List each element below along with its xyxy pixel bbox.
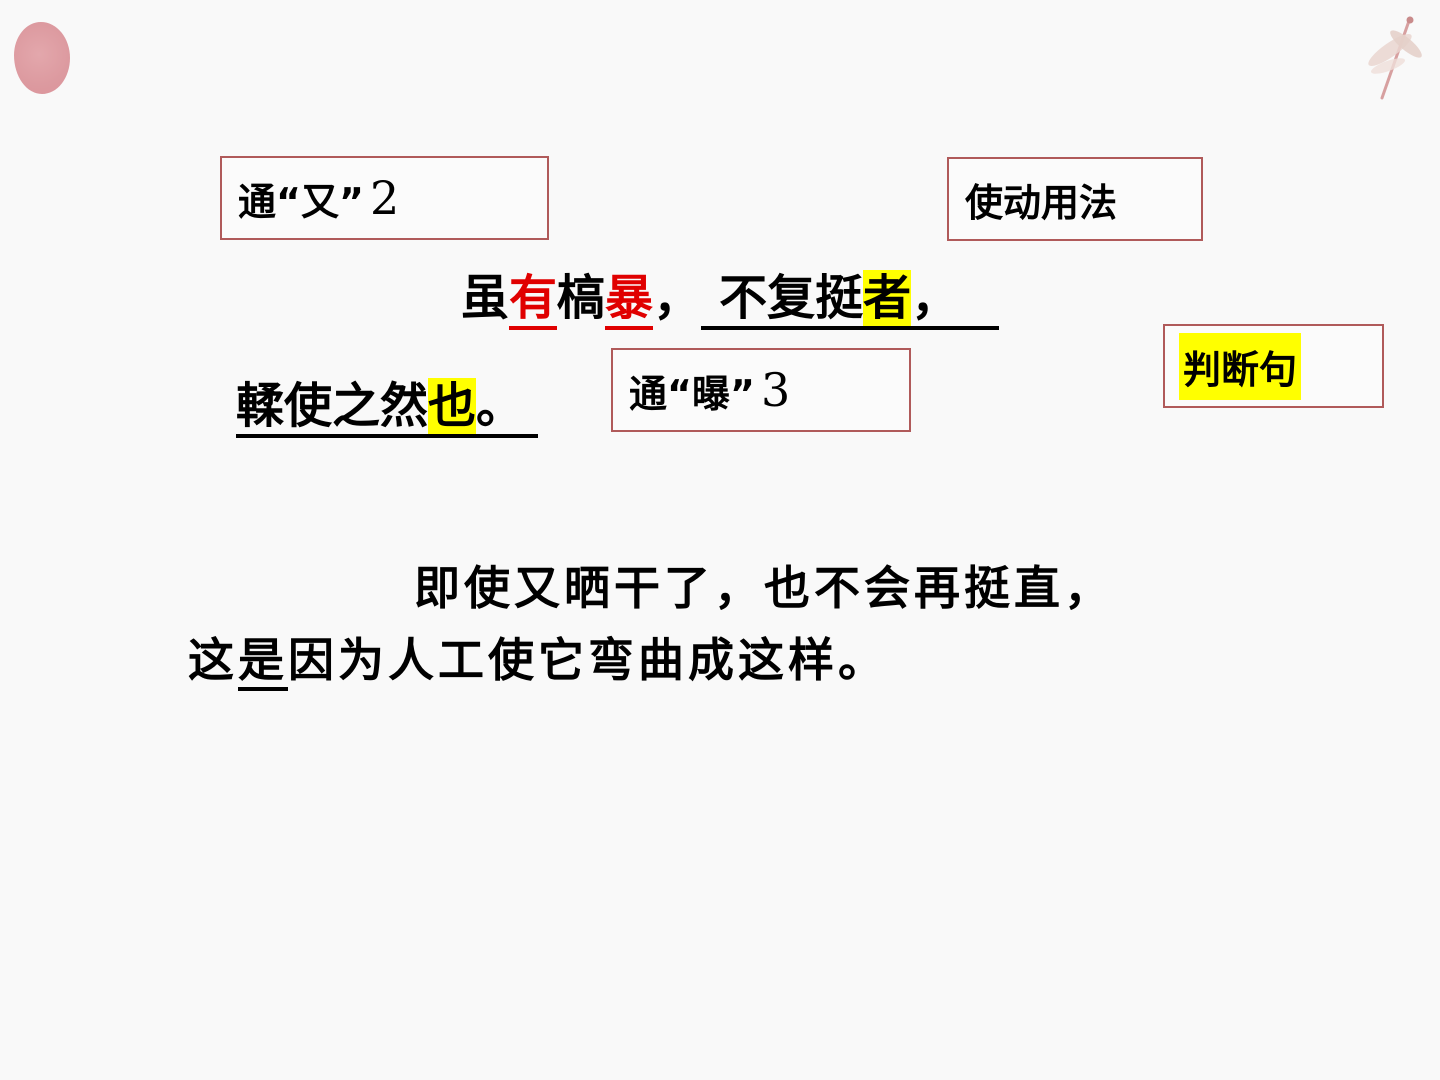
annotation-tong-pu-number: 3: [760, 363, 791, 417]
classical-text-line-2: 輮使之然也。: [236, 370, 539, 442]
annotation-causative-usage-text: 使动用法: [965, 180, 1118, 225]
classical-char-you-highlighted: 有: [509, 270, 558, 330]
translation-shi-underlined: 是: [238, 633, 288, 691]
annotation-tong-pu: 通“曝” 3: [611, 348, 911, 432]
annotation-tong-you: 通“又” 2: [220, 156, 549, 240]
classical-comma-2: ，: [911, 270, 960, 326]
translation-zhe: 这: [188, 633, 238, 687]
decorative-pink-blob: [14, 22, 70, 94]
translation-line-2: 这是因为人工使它弯曲成这样。: [188, 628, 888, 692]
classical-char-pu-highlighted: 暴: [605, 270, 654, 330]
classical-comma-1: ，: [653, 270, 702, 326]
translation-line-1: 即使又晒干了，也不会再挺直，: [414, 561, 1114, 615]
translation-rest: 因为人工使它弯曲成这样。: [288, 633, 888, 687]
annotation-tong-pu-text: 通“曝”: [629, 371, 755, 416]
classical-phrase-bu-fu-ting-text: 不复挺: [719, 270, 864, 326]
classical-phrase-rou-shi-zhi-ran-text: 輮使之然: [236, 378, 429, 434]
classical-period: 。: [476, 378, 525, 434]
classical-char-gao: 槁: [557, 270, 606, 326]
classical-char-zhe-highlighted: 者: [863, 270, 912, 326]
classical-char-ye-highlighted: 也: [428, 378, 477, 434]
annotation-tong-you-number: 2: [369, 171, 400, 225]
dragonfly-icon: [1368, 16, 1422, 100]
annotation-judgment-sentence: 判断句: [1163, 324, 1384, 408]
annotation-tong-you-text: 通“又”: [238, 179, 364, 224]
classical-phrase-bu-fu-ting: 不复挺者，: [701, 270, 1000, 330]
annotation-causative-usage: 使动用法: [947, 157, 1203, 241]
annotation-judgment-sentence-text: 判断句: [1179, 332, 1302, 400]
classical-text-line-1: 虽有槁暴，不复挺者，: [461, 262, 1000, 334]
classical-phrase-rou-shi-zhi-ran: 輮使之然也。: [236, 378, 539, 438]
classical-char-sui: 虽: [461, 270, 510, 326]
